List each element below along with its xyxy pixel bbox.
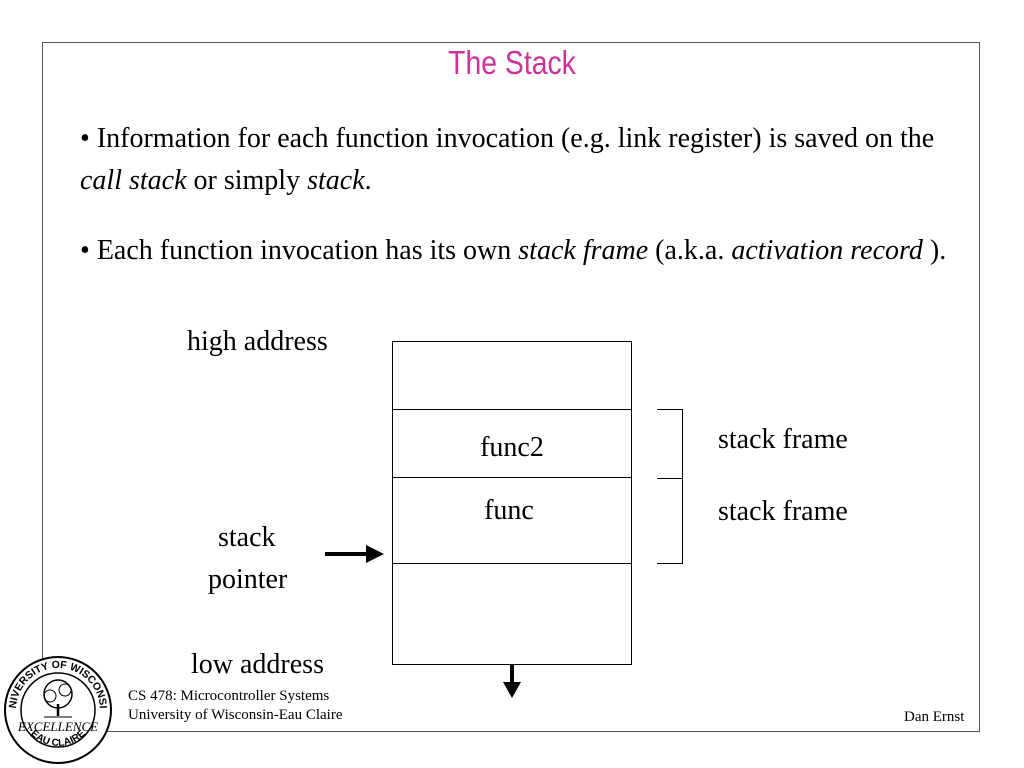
bullet-text: Information for each function invocation…	[89, 123, 935, 154]
stack-frame-label-2: stack frame	[718, 496, 848, 527]
stack-frame-label-1: stack frame	[718, 424, 848, 455]
bullet-text: .	[364, 165, 372, 196]
stack-cell-func: func	[392, 478, 632, 564]
footer-course: CS 478: Microcontroller Systems	[128, 688, 330, 704]
bullet-emphasis: stack	[307, 165, 365, 196]
bullet-call-stack: • Information for each function invocati…	[80, 118, 960, 202]
bullet-marker: •	[80, 235, 90, 266]
slide-title: The Stack	[448, 44, 576, 81]
slide-frame	[42, 42, 980, 732]
bullet-stack-frame: • Each function invocation has its own s…	[80, 230, 960, 272]
logo-middle-text: EXCELLENCE	[17, 719, 98, 734]
stack-pointer-arrow-icon	[325, 545, 384, 563]
func2-label: func2	[480, 432, 544, 463]
bullet-text: (a.k.a.	[648, 235, 732, 266]
university-seal-logo: UNIVERSITY OF WISCONSIN EAU CLAIRE EXCEL…	[2, 654, 114, 766]
bullet-emphasis: activation record	[731, 235, 923, 266]
low-address-label: low address	[191, 649, 324, 680]
high-address-label: high address	[187, 326, 328, 357]
bullet-text: ).	[922, 235, 947, 266]
stack-pointer-label-line2: pointer	[208, 564, 288, 595]
bullet-text: or simply	[186, 165, 308, 196]
stack-frame-bracket-1	[657, 409, 683, 478]
stack-pointer-label-line1: stack	[218, 522, 276, 553]
stack-cell-bottom	[392, 564, 632, 665]
stack-cell-func2: func2	[392, 410, 632, 478]
footer-university: University of Wisconsin-Eau Claire	[128, 707, 343, 723]
footer-author: Dan Ernst	[904, 709, 965, 725]
func-label: func	[484, 495, 534, 526]
growth-direction-arrow-icon	[503, 664, 521, 698]
bullet-emphasis: call stack	[80, 165, 187, 196]
stack-frame-bracket-2	[657, 478, 683, 564]
bullet-marker: •	[80, 123, 90, 154]
bullet-text: Each function invocation has its own	[89, 235, 519, 266]
bullet-emphasis: stack frame	[518, 235, 649, 266]
stack-cell-top	[392, 341, 632, 410]
